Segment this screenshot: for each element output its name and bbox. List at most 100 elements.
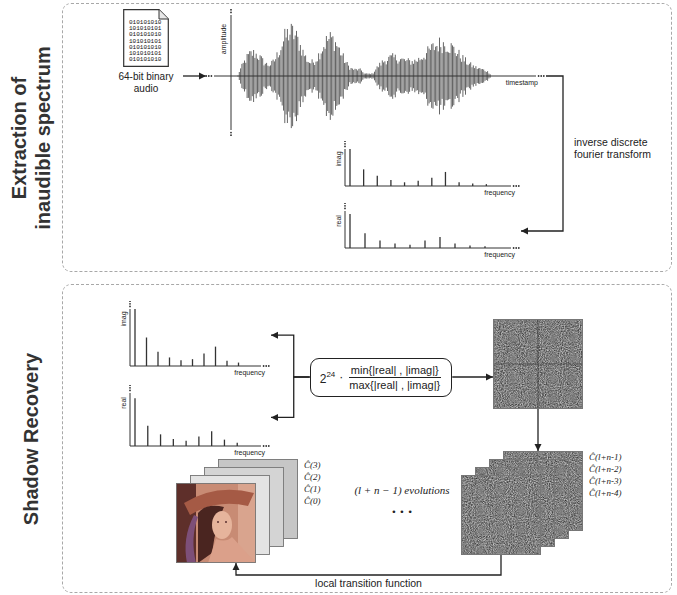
- spectrum-stem: [458, 182, 459, 186]
- spectrum-stem: [224, 440, 225, 446]
- file-node: 010101010 101010101 010101010 101010101 …: [109, 9, 183, 105]
- stack-label: Ĉ(3): [304, 460, 321, 471]
- connector: [535, 409, 542, 451]
- stack-label: Ĉ(1): [304, 484, 321, 495]
- axis-label: real: [120, 397, 127, 409]
- axis-dot: [230, 134, 232, 136]
- spectrum-stem: [390, 180, 391, 186]
- arrowhead: [535, 444, 542, 451]
- spectrum-stem: [237, 443, 238, 446]
- axis-label: amplitude: [220, 24, 227, 54]
- arrowhead: [271, 414, 278, 421]
- file-label: 64-bit binary audio: [109, 71, 183, 95]
- spectrum-stem: [134, 398, 135, 446]
- axis-dot: [129, 390, 131, 392]
- arrowhead: [271, 332, 278, 339]
- power: 224: [320, 368, 336, 386]
- axis-dot: [515, 185, 517, 187]
- axis-dot: [263, 445, 265, 447]
- noise-fill: [493, 319, 583, 409]
- noise-image: [493, 319, 583, 409]
- spectrum-stem: [404, 182, 405, 186]
- noise-cross: [493, 363, 583, 364]
- connector: [233, 555, 502, 575]
- stack-label: Ĉ(l+n-1): [589, 452, 622, 463]
- axis-dot: [208, 75, 210, 77]
- layer-border: [462, 476, 541, 555]
- spectrum-stem: [472, 183, 473, 186]
- spectrum-plot: [331, 203, 521, 259]
- connector-line: [236, 555, 501, 575]
- axis-dot: [230, 132, 232, 134]
- axis-dot: [129, 385, 131, 386]
- axis-label: real: [335, 215, 342, 227]
- axis-label: imag: [120, 311, 127, 326]
- axis-dot: [129, 301, 131, 302]
- axis: [130, 309, 131, 366]
- axis-dot: [344, 141, 346, 142]
- axis-label: frequency: [484, 250, 515, 259]
- axis-dot: [129, 387, 131, 389]
- axis-dot: [230, 9, 232, 11]
- noise-node: [493, 319, 583, 409]
- spectrum-stem: [180, 360, 181, 366]
- stack-label: Ĉ(2): [304, 472, 321, 483]
- connector-label: inverse discrete fourier transform: [573, 136, 669, 160]
- ellipsis-dots: • • •: [346, 507, 458, 517]
- spectrum-stem: [377, 176, 378, 186]
- spectrum-stem: [394, 244, 395, 248]
- spectrum-stem: [160, 434, 161, 446]
- waveform-plot: [206, 9, 546, 136]
- spectrum-plot: [331, 141, 521, 197]
- arrowhead: [199, 73, 206, 80]
- spectrum-stem: [198, 436, 199, 446]
- spectrum-stem: [454, 244, 455, 248]
- connector-line: [521, 76, 563, 231]
- axis: [345, 248, 511, 249]
- axis-dot: [344, 203, 346, 204]
- formula-box: 224·min{|real| , |imag|}max{|real| , |im…: [310, 358, 453, 397]
- numerator: min{|real| , |imag|}: [349, 364, 441, 378]
- lena-eye: [217, 521, 219, 523]
- panel-heading: Shadow Recovery: [19, 334, 43, 544]
- denominator: max{|real| , |imag|}: [347, 378, 442, 391]
- axis-dot: [344, 143, 346, 145]
- axis-dot: [540, 75, 542, 77]
- spectrum-node: real frequency: [116, 385, 271, 457]
- connector-line: [271, 335, 310, 377]
- spectrum-stem: [169, 357, 170, 366]
- axis: [130, 446, 261, 447]
- axis-dot: [518, 247, 520, 249]
- spectrum-stem: [424, 241, 425, 248]
- connector: [521, 76, 563, 235]
- stack-node: Ĉ(l+n-1)Ĉ(l+n-2)Ĉ(l+n-3)Ĉ(l+n-4): [461, 451, 624, 555]
- arrowhead: [486, 374, 493, 381]
- panel: Shadow Recoveryimagfrequencyrealfrequenc…: [62, 284, 672, 593]
- fraction: min{|real| , |imag|}max{|real| , |imag|}: [347, 364, 442, 391]
- lena-shoulder: [208, 537, 256, 563]
- stack-label: Ĉ(l+n-4): [589, 488, 622, 499]
- axis-dot: [265, 445, 267, 447]
- spectrum-stem: [486, 184, 487, 186]
- lena-face: [212, 511, 232, 539]
- spectrum-stem: [431, 178, 432, 186]
- spectrum-plot: [116, 301, 271, 377]
- spectrum-stem: [445, 172, 446, 186]
- panel-heading: Extraction of inaudible spectrum: [7, 33, 55, 243]
- lena-feather: [186, 515, 198, 563]
- axis-dot: [211, 75, 213, 77]
- connector: [183, 73, 206, 80]
- spectrum-stem: [192, 359, 193, 366]
- stack-label: Ĉ(0): [304, 496, 321, 507]
- spectrum-plot: [116, 385, 271, 457]
- axis-dot: [263, 365, 265, 367]
- noise-layer: [461, 475, 541, 555]
- spectrum-stem: [349, 214, 350, 248]
- connector: [271, 377, 310, 421]
- axis-label: imag: [335, 151, 342, 166]
- spectrum-stem: [363, 169, 364, 186]
- axis-label: frequency: [234, 448, 265, 457]
- connector-label: local transition function: [314, 577, 423, 589]
- axis-dot: [129, 303, 131, 305]
